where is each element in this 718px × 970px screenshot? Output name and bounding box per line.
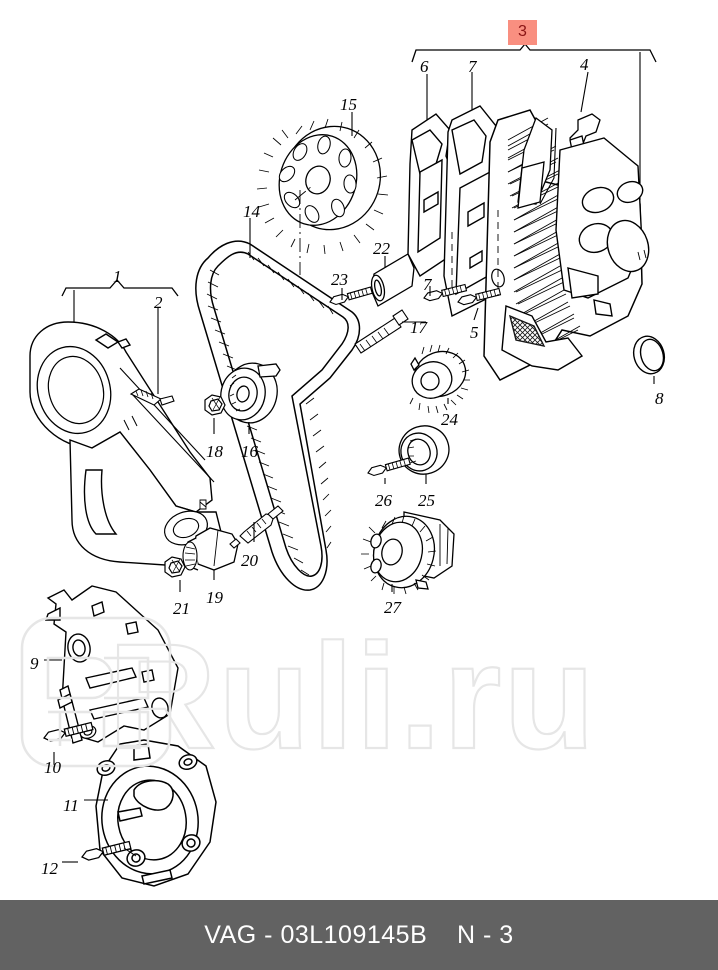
- cover-inner-rib: [517, 116, 557, 209]
- callout-6[interactable]: 6: [420, 57, 429, 76]
- callout-3-highlighted[interactable]: 3: [508, 20, 537, 45]
- part-21-nut: [164, 556, 186, 578]
- cover-lower-flange: [501, 305, 584, 371]
- callout-12[interactable]: 12: [41, 859, 58, 878]
- part-27-water-pump: [361, 511, 455, 595]
- part-2-stud: [129, 388, 175, 406]
- part-6-upper-cover: [407, 113, 455, 278]
- callout-14[interactable]: 14: [243, 202, 260, 221]
- part-18-nut: [204, 394, 226, 416]
- leader-line-12-to-part: [123, 847, 137, 857]
- leader-lines-top: [426, 52, 641, 200]
- callout-7-bottom[interactable]: 7: [423, 275, 432, 294]
- cover-outer-shell: [555, 137, 650, 317]
- cover-bore-small: [491, 268, 505, 288]
- callout-23[interactable]: 23: [331, 270, 348, 289]
- part-19-tensioner-body: [182, 527, 239, 571]
- callout-18[interactable]: 18: [206, 442, 223, 461]
- bracket-group-1: [61, 279, 179, 297]
- callout-26[interactable]: 26: [375, 491, 392, 510]
- part-20-stud: [229, 505, 284, 549]
- part-16-tensioner-roller: [220, 362, 281, 424]
- exploded-diagram-drawing: [29, 42, 666, 887]
- callout-21[interactable]: 21: [173, 599, 190, 618]
- part-11-sealing-flange: [95, 739, 217, 887]
- callout-11[interactable]: 11: [63, 796, 79, 815]
- centerline-15: [294, 185, 313, 275]
- callout-8[interactable]: 8: [655, 389, 664, 408]
- callout-5[interactable]: 5: [470, 323, 479, 342]
- part-25-idler-roller: [398, 425, 450, 475]
- diagram-canvas: Ruli.ru 1 2 3 4 5 6 7 7 8 9 10 11 12 14 …: [20, 20, 666, 887]
- callout-2[interactable]: 2: [154, 293, 163, 312]
- part-22-spacer: [370, 253, 415, 307]
- leader-line-5: [473, 307, 479, 321]
- part-15-camshaft-sprocket: [256, 118, 389, 255]
- callout-22[interactable]: 22: [373, 239, 390, 258]
- callout-25[interactable]: 25: [418, 491, 435, 510]
- callout-9[interactable]: 9: [30, 654, 39, 673]
- footer-bar: VAG - 03L109145B N - 3: [0, 900, 718, 970]
- callout-27[interactable]: 27: [384, 598, 401, 617]
- callout-10[interactable]: 10: [44, 758, 61, 777]
- part-8-seal: [632, 335, 666, 375]
- part-17-stud: [354, 309, 409, 354]
- part-24-pulley: [409, 344, 470, 414]
- footer-part-number-text: VAG - 03L109145B N - 3: [204, 920, 514, 949]
- callout-16[interactable]: 16: [241, 442, 258, 461]
- callout-17[interactable]: 17: [410, 318, 427, 337]
- cover-mesh-region: [507, 117, 581, 351]
- callout-19[interactable]: 19: [206, 588, 223, 607]
- callout-1[interactable]: 1: [113, 267, 122, 286]
- callout-20[interactable]: 20: [241, 551, 258, 570]
- callout-15[interactable]: 15: [340, 95, 357, 114]
- callout-24[interactable]: 24: [441, 410, 458, 429]
- callout-4[interactable]: 4: [580, 55, 589, 74]
- callout-7-top[interactable]: 7: [468, 57, 477, 76]
